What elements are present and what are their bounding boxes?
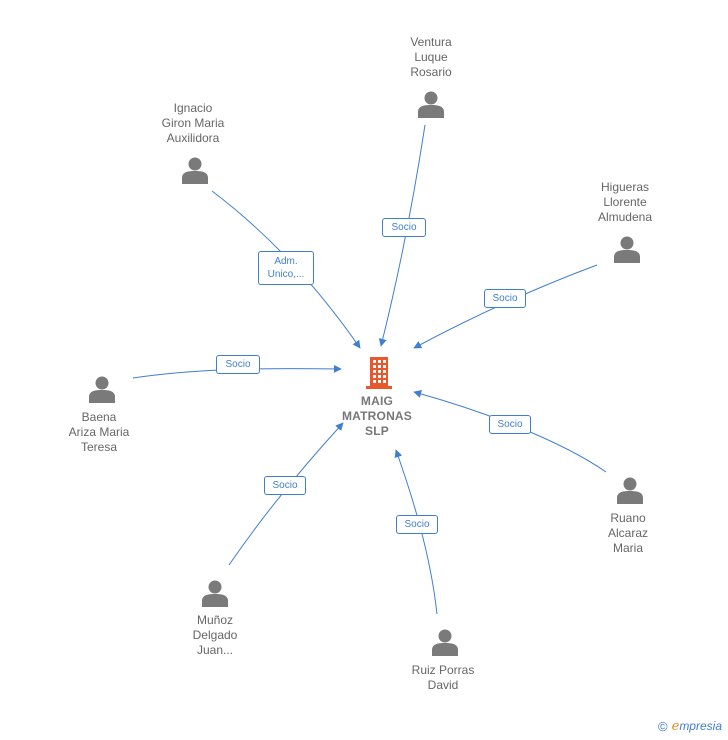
person-name-line: Delgado [192, 628, 238, 642]
person-name-line: Llorente [603, 195, 647, 209]
edges-layer [132, 124, 607, 615]
person-name-line: Juan... [196, 643, 234, 657]
company-label[interactable]: MAIG MATRONAS SLP [317, 394, 437, 439]
person-name-line: Rosario [410, 65, 452, 79]
relation-text: Socio [492, 292, 517, 305]
person-name-line: Alcaraz [607, 526, 648, 540]
person-icon[interactable] [202, 580, 228, 608]
person-name-line: Maria [612, 541, 643, 555]
relation-text-line: Socio [497, 419, 523, 430]
person-icon[interactable] [89, 376, 115, 404]
relation-text: Socio [225, 358, 250, 371]
person-name-line: Teresa [80, 440, 118, 454]
person-icon[interactable] [182, 157, 208, 185]
copyright-symbol: © [658, 719, 668, 734]
relation-label-ruano[interactable]: Socio [489, 415, 531, 434]
person-name-line: Ventura [410, 35, 452, 49]
relation-label-ignacio[interactable]: Adm. Unico,... [258, 251, 314, 285]
relation-text-line: Socio [225, 359, 251, 370]
nodes-layer [89, 91, 643, 657]
company-name-line: MATRONAS [341, 409, 413, 423]
person-name-line: Luque [414, 50, 448, 64]
building-icon[interactable] [366, 357, 392, 389]
person-icon[interactable] [617, 477, 643, 505]
relation-text: Socio [404, 518, 429, 531]
relation-text-line: Adm. [274, 256, 298, 267]
person-name-line: Ariza Maria [68, 425, 130, 439]
person-name-line: Giron Maria [161, 116, 225, 130]
relation-text-line: Unico,... [267, 269, 305, 280]
empresia-logo[interactable]: empresia [672, 719, 722, 734]
company-name-line: SLP [365, 424, 389, 438]
person-name-line: Muñoz [196, 613, 234, 627]
relation-label-munoz[interactable]: Socio [264, 476, 306, 495]
relation-text-line: Socio [492, 293, 518, 304]
relation-label-higueras[interactable]: Socio [484, 289, 526, 308]
relation-label-ruiz[interactable]: Socio [396, 515, 438, 534]
relation-label-baena[interactable]: Socio [216, 355, 260, 374]
person-name-line: Ruano [610, 511, 646, 525]
person-icon[interactable] [614, 236, 640, 264]
person-name-line: Higueras [600, 180, 650, 194]
relation-label-ventura[interactable]: Socio [382, 218, 426, 237]
brand-rest: mpresia [679, 719, 722, 733]
person-name-line: David [427, 678, 459, 692]
company-name-line: MAIG [360, 394, 394, 408]
person-name-line: Almudena [597, 210, 653, 224]
relation-text-line: Socio [272, 480, 298, 491]
person-name-line: Auxilidora [166, 131, 220, 145]
person-name-line: Baena [81, 410, 117, 424]
relation-text-line: Socio [404, 519, 430, 530]
person-name-line: Ignacio [173, 101, 213, 115]
relation-text: Socio [391, 221, 416, 234]
brand-initial: e [671, 719, 680, 734]
person-icon[interactable] [418, 91, 444, 119]
footer-brand: © empresia [658, 719, 722, 734]
relation-text-line: Socio [391, 222, 417, 233]
relation-text: Socio [497, 418, 522, 431]
person-icon[interactable] [432, 629, 458, 657]
relation-text: Adm. Unico,... [268, 255, 305, 281]
relation-text: Socio [272, 479, 297, 492]
person-name-line: Ruiz Porras [411, 663, 475, 677]
